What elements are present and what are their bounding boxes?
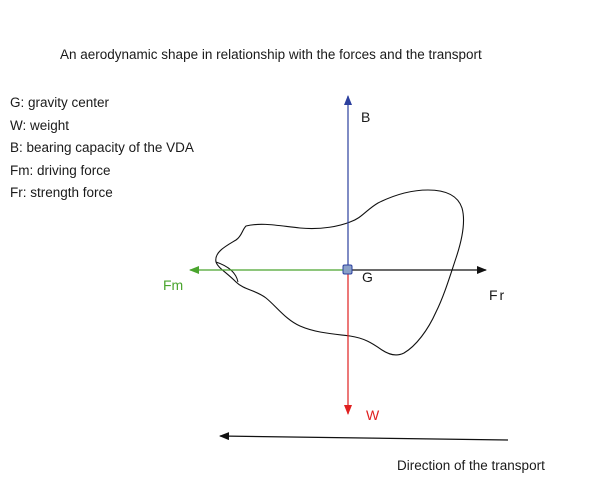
diagram-title: An aerodynamic shape in relationship wit… xyxy=(60,47,482,62)
transport-direction-arrow xyxy=(219,432,509,441)
label-fm: Fm xyxy=(163,277,183,293)
legend-item-bearing-capacity: B: bearing capacity of the VDA xyxy=(10,140,194,155)
label-b: B xyxy=(361,109,370,125)
transport-direction-caption: Direction of the transport xyxy=(397,458,545,473)
legend-item-weight: W: weight xyxy=(10,117,70,133)
shape-fold-detail xyxy=(215,261,239,283)
aerodynamic-shape-outline xyxy=(215,189,465,356)
label-fr: Fr xyxy=(489,287,506,303)
legend-item-gravity-center: G: gravity center xyxy=(10,95,110,110)
legend-item-driving-force: Fm: driving force xyxy=(10,162,111,178)
legend-item-strength-force: Fr: strength force xyxy=(10,185,113,200)
label-g: G xyxy=(362,269,373,285)
legend: G: gravity center W: weight B: bearing c… xyxy=(10,92,194,205)
label-w: W xyxy=(366,407,380,423)
gravity-center-marker xyxy=(342,264,353,275)
